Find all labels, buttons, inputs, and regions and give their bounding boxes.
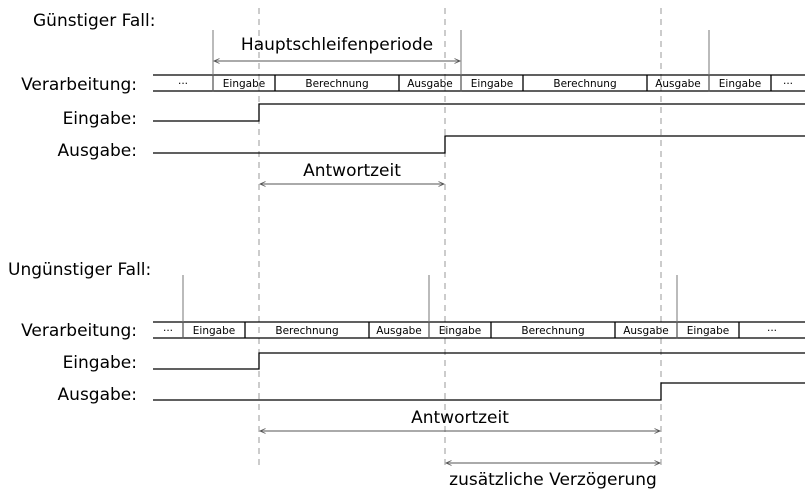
input-signal xyxy=(153,103,805,122)
segment-label: Berechnung xyxy=(275,325,338,337)
segment-label: Ausgabe xyxy=(376,325,422,337)
segment-label: Berechnung xyxy=(305,78,368,90)
scenario-favorable: Günstiger Fall: Verarbeitung: Eingabe: A… xyxy=(21,11,805,184)
segment-label: Eingabe xyxy=(687,325,729,337)
response-label: Antwortzeit xyxy=(411,408,509,428)
period-label: Hauptschleifenperiode xyxy=(241,35,433,55)
segment-label: ··· xyxy=(767,325,777,337)
input-signal xyxy=(153,352,805,370)
segment-label: ··· xyxy=(178,78,188,90)
segment-label: Eingabe xyxy=(719,78,761,90)
output-signal xyxy=(153,382,805,401)
processing-label: Verarbeitung: xyxy=(21,75,137,95)
segment-label: Ausgabe xyxy=(407,78,453,90)
segment-label: ··· xyxy=(783,78,793,90)
scenario-unfavorable: Ungünstiger Fall: Verarbeitung: Eingabe:… xyxy=(8,260,805,490)
scenario-title: Günstiger Fall: xyxy=(33,11,155,31)
output-label: Ausgabe: xyxy=(58,141,137,161)
scenario-title: Ungünstiger Fall: xyxy=(8,260,151,280)
segment-label: Eingabe xyxy=(193,325,235,337)
period-markers xyxy=(212,30,710,92)
segment-label: ··· xyxy=(163,325,173,337)
extra-delay-label: zusätzliche Verzögerung xyxy=(449,470,657,490)
processing-track: ··· Eingabe Berechnung Ausgabe Eingabe Berech… xyxy=(153,74,805,92)
input-label: Eingabe: xyxy=(63,109,137,129)
output-label: Ausgabe: xyxy=(58,385,137,405)
output-signal xyxy=(153,135,805,154)
segment-label: Berechnung xyxy=(553,78,616,90)
input-label: Eingabe: xyxy=(63,353,137,373)
processing-track: ··· Eingabe Berechnung Ausgabe Eingabe Berech… xyxy=(153,321,805,339)
segment-label: Ausgabe xyxy=(655,78,701,90)
processing-label: Verarbeitung: xyxy=(21,321,137,341)
segment-label: Eingabe xyxy=(223,78,265,90)
period-markers xyxy=(182,275,678,339)
segment-label: Eingabe xyxy=(471,78,513,90)
segment-label: Berechnung xyxy=(521,325,584,337)
segment-label: Ausgabe xyxy=(623,325,669,337)
segment-label: Eingabe xyxy=(439,325,481,337)
response-label: Antwortzeit xyxy=(303,161,401,181)
